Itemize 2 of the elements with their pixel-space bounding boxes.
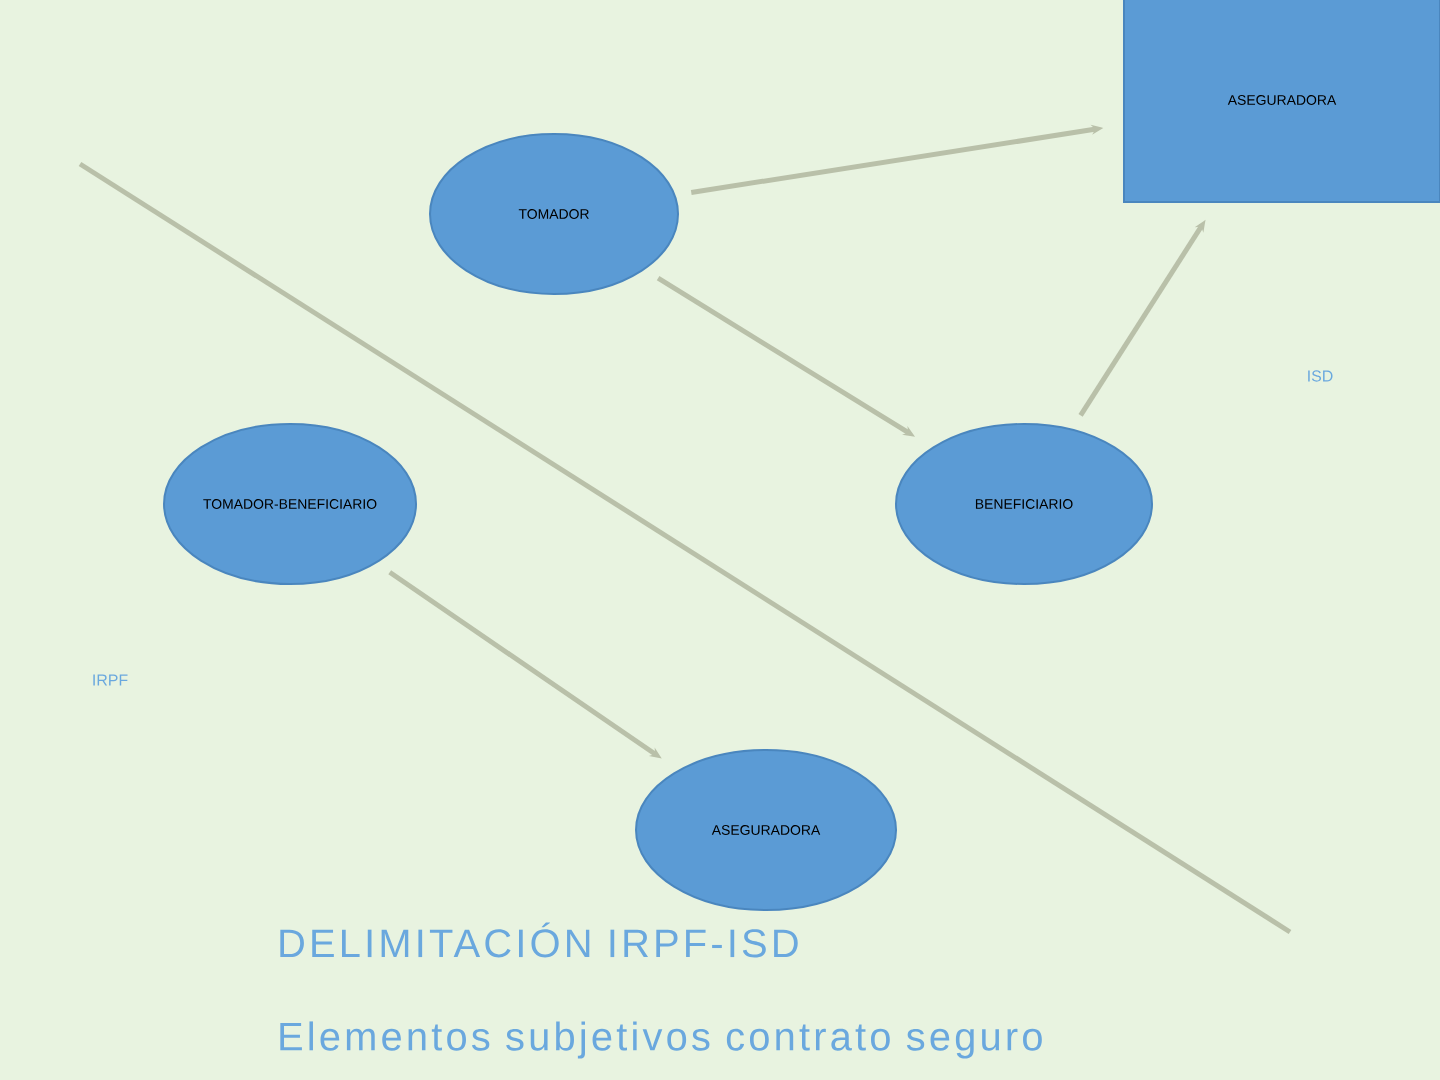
title: DELIMITACIÓN IRPF-ISD — [280, 922, 798, 958]
caption: Elementos subjetivos contrato seguro — [280, 1021, 1042, 1059]
